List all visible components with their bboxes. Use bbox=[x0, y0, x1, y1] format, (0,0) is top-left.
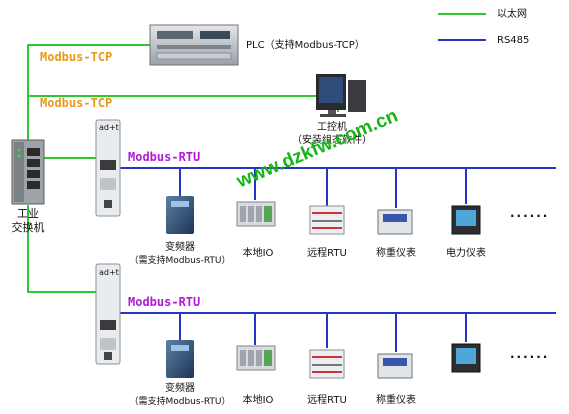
row1-power-meter-icon bbox=[451, 205, 481, 235]
row1-inverter-label-line2: （需支持Modbus-RTU） bbox=[129, 256, 231, 266]
row2-local-io-label: 本地IO bbox=[242, 395, 274, 406]
industrial-switch-icon bbox=[11, 139, 45, 205]
row1-weighing-meter-icon bbox=[377, 209, 413, 235]
row1-remote-rtu-icon bbox=[309, 205, 345, 235]
gateway-module-2-icon bbox=[95, 263, 121, 365]
legend-rs485-label: RS485 bbox=[497, 35, 530, 46]
row1-inverter-label-line1: 变频器 bbox=[165, 242, 195, 253]
legend-ethernet-label: 以太网 bbox=[497, 9, 527, 20]
modbus-tcp-label-upper: Modbus-TCP bbox=[40, 50, 113, 64]
row2-inverter-label-line2: （需支持Modbus-RTU） bbox=[129, 397, 231, 407]
switch-label-line2: 交换机 bbox=[11, 221, 45, 234]
modbus-tcp-label-lower: Modbus-TCP bbox=[40, 96, 113, 110]
row2-ellipsis: ...... bbox=[510, 347, 550, 361]
plc-icon bbox=[149, 24, 239, 66]
switch-label-line1: 工业 bbox=[17, 207, 39, 220]
row2-remote-rtu-label: 远程RTU bbox=[307, 395, 347, 406]
gateway-1-brand: ad+t bbox=[99, 123, 119, 132]
row1-power-meter-label: 电力仪表 bbox=[446, 248, 486, 259]
row1-local-io-icon bbox=[236, 201, 276, 227]
row2-inverter-icon bbox=[166, 340, 194, 378]
row2-power-meter-icon bbox=[451, 343, 481, 373]
industrial-pc-icon bbox=[316, 74, 366, 117]
ipc-label-line2: （安装组态软件） bbox=[292, 135, 372, 146]
modbus-rtu-label-lower: Modbus-RTU bbox=[128, 295, 201, 309]
row1-local-io-label: 本地IO bbox=[242, 248, 274, 259]
row1-ellipsis: ...... bbox=[510, 206, 550, 220]
gateway-2-brand: ad+t bbox=[99, 268, 119, 277]
row1-weighing-meter-label: 称重仪表 bbox=[376, 248, 416, 259]
row1-inverter-icon bbox=[166, 196, 194, 234]
rs485-lines bbox=[112, 167, 556, 352]
plc-label: PLC（支持Modbus-TCP） bbox=[246, 40, 365, 51]
modbus-rtu-label-upper: Modbus-RTU bbox=[128, 150, 201, 164]
gateway-module-1-icon bbox=[95, 119, 121, 217]
row2-weighing-meter-label: 称重仪表 bbox=[376, 395, 416, 406]
row1-remote-rtu-label: 远程RTU bbox=[307, 248, 347, 259]
row2-inverter-label-line1: 变频器 bbox=[165, 383, 195, 394]
row2-local-io-icon bbox=[236, 345, 276, 371]
row2-weighing-meter-icon bbox=[377, 353, 413, 379]
row2-remote-rtu-icon bbox=[309, 349, 345, 379]
ipc-label-line1: 工控机 bbox=[317, 122, 347, 133]
